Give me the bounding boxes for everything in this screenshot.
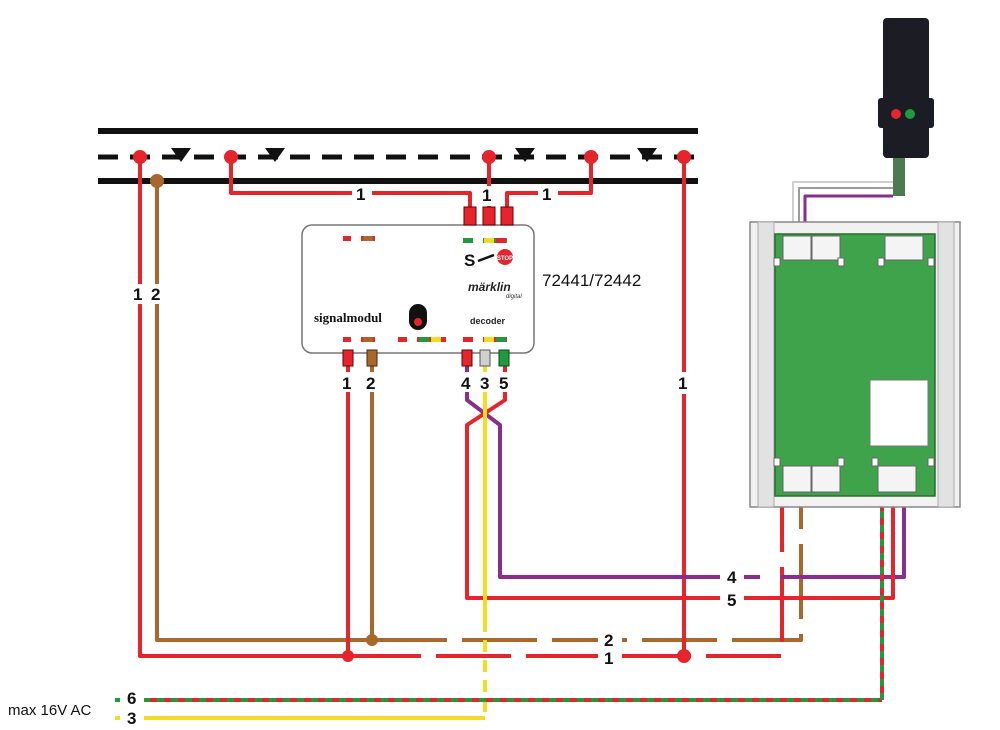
module-body (301, 224, 535, 354)
label-left-2: 2 (151, 285, 160, 304)
label-link-right: 1 (542, 185, 551, 204)
rail-top (98, 128, 698, 134)
contact-dot (224, 150, 238, 164)
board-pcb (774, 233, 936, 497)
label-bus-2: 2 (604, 631, 613, 650)
junction-dot (366, 634, 378, 646)
label-left-1: 1 (133, 285, 142, 304)
label-bus-1: 1 (604, 649, 613, 668)
wire-left-1 (138, 160, 346, 658)
junction-dot (677, 649, 691, 663)
red-led-icon (409, 304, 427, 330)
signal-red-lamp (891, 109, 901, 119)
switch-icon (477, 253, 495, 263)
wire-bus-4-board (880, 500, 906, 579)
decoder-board (749, 221, 961, 508)
wire-track-link-left (229, 160, 472, 212)
stop-sign-icon: STOP (497, 249, 513, 265)
terminal-bl-2: 2 (366, 374, 375, 393)
module-name: signalmodul (314, 310, 382, 325)
wire-signal-white-1 (792, 181, 893, 238)
contact-dot (133, 150, 147, 164)
wire-labels: 1 2 1 1 1 4 5 2 1 (130, 184, 744, 668)
board-connector (782, 235, 924, 493)
power-line-6: 6 (127, 689, 136, 708)
brand-logo: märklin (468, 280, 511, 294)
terminal-top-1: 1 (482, 186, 491, 205)
brand-sub: digital (506, 294, 522, 300)
contact-dot (584, 150, 598, 164)
power-label: max 16V AC (8, 702, 92, 719)
svg-text:STOP: STOP (497, 256, 513, 262)
terminal-bl-1: 1 (342, 374, 351, 393)
wire-left-2 (155, 181, 372, 642)
power-supply: max 16V AC 6 3 (8, 688, 144, 728)
label-link-left: 1 (356, 185, 365, 204)
terminal-br-4: 4 (461, 374, 471, 393)
signal-green-lamp (905, 109, 915, 119)
terminal-br-5: 5 (499, 374, 508, 393)
contact-dot-brown (150, 174, 164, 188)
article-number: 72441/72442 (542, 271, 641, 290)
terminal-numbers: 1 1 2 4 3 5 (340, 186, 514, 393)
wire-bus-2 (372, 500, 803, 642)
contact-dot (482, 150, 496, 164)
wire-bus-5-board (890, 500, 895, 600)
power-line-3: 3 (127, 709, 136, 728)
terminal-br-3: 3 (480, 374, 489, 393)
insulation-triangle-icon (171, 148, 657, 162)
label-right-1: 1 (678, 374, 687, 393)
wires (115, 160, 906, 720)
rail-bottom (98, 178, 698, 184)
track-contacts (133, 150, 691, 663)
label-bus-4: 4 (727, 568, 737, 587)
decoder-label: decoder (470, 316, 506, 326)
signal-module: S STOP märklin digital signalmodul decod… (301, 206, 535, 367)
contact-dot (677, 150, 691, 164)
track (98, 128, 698, 184)
switch-label: S (464, 251, 475, 270)
label-bus-5: 5 (727, 591, 736, 610)
board-chip (869, 379, 929, 447)
signal-lamp-icon (878, 18, 934, 196)
wire-bus-1 (346, 500, 784, 658)
junction-dot (342, 650, 354, 662)
